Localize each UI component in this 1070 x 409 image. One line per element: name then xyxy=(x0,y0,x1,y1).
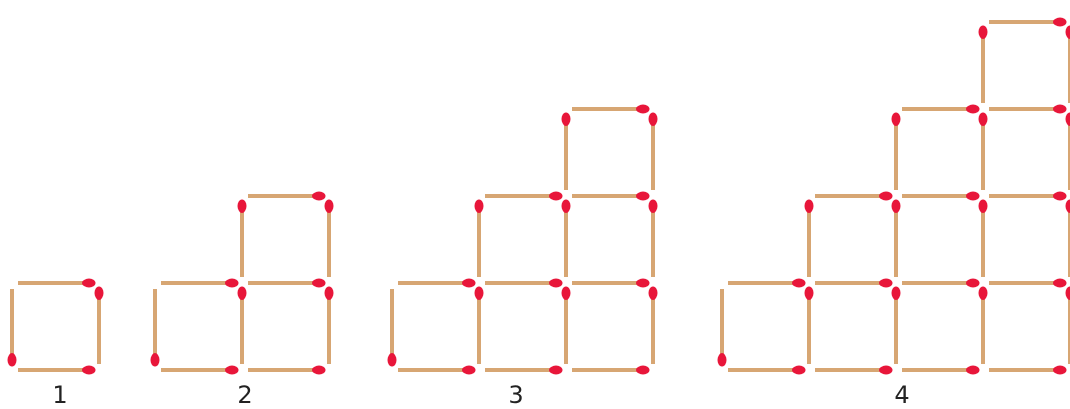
matchstick-icon xyxy=(572,192,650,201)
matchstick-icon xyxy=(902,192,980,201)
matchstick-icon xyxy=(398,366,476,375)
matchstick-icon xyxy=(989,105,1067,114)
matchstick-icon xyxy=(979,26,988,104)
matchstick-icon xyxy=(248,192,326,201)
matchstick-icon xyxy=(18,279,96,288)
matchstick-icon xyxy=(18,366,96,375)
matchstick-icon xyxy=(649,287,658,365)
figure-4-label: 4 xyxy=(882,381,922,409)
matchstick-icon xyxy=(892,287,901,365)
matchstick-icon xyxy=(989,18,1067,27)
matchstick-icon xyxy=(95,287,104,365)
matchstick-icon xyxy=(238,200,247,278)
figure-2-label: 2 xyxy=(225,381,265,409)
matchstick-icon xyxy=(728,279,806,288)
matchstick-icon xyxy=(979,200,988,278)
matchstick-icon xyxy=(475,200,484,278)
matchstick-icon xyxy=(151,289,160,367)
matchstick-icon xyxy=(485,366,563,375)
matchstick-icon xyxy=(728,366,806,375)
matchstick-icon xyxy=(1066,287,1070,365)
matchstick-icon xyxy=(398,279,476,288)
matchstick-icon xyxy=(325,287,334,365)
matchstick-icon xyxy=(1066,200,1070,278)
matchstick-icon xyxy=(248,279,326,288)
matchstick-icon xyxy=(485,279,563,288)
matchstick-icon xyxy=(161,366,239,375)
matchstick-icon xyxy=(1066,113,1070,191)
matchstick-icon xyxy=(805,287,814,365)
matchstick-icon xyxy=(979,113,988,191)
matchstick-icon xyxy=(902,105,980,114)
matchstick-icon xyxy=(805,200,814,278)
matchstick-icon xyxy=(979,287,988,365)
matchstick-icon xyxy=(325,200,334,278)
matchstick-icon xyxy=(902,366,980,375)
matchstick-icon xyxy=(562,287,571,365)
matchstick-icon xyxy=(485,192,563,201)
matchstick-icon xyxy=(892,200,901,278)
matchstick-icon xyxy=(989,192,1067,201)
matchstick-icon xyxy=(572,105,650,114)
matchstick-icon xyxy=(238,287,247,365)
matchstick-icon xyxy=(562,200,571,278)
matchstick-icon xyxy=(815,366,893,375)
matchstick-icon xyxy=(562,113,571,191)
matchstick-icon xyxy=(161,279,239,288)
matchstick-icon xyxy=(572,366,650,375)
matchstick-icon xyxy=(902,279,980,288)
matchstick-icon xyxy=(989,366,1067,375)
matchstick-icon xyxy=(815,279,893,288)
matchstick-icon xyxy=(649,200,658,278)
matchstick-icon xyxy=(989,279,1067,288)
matchstick-icon xyxy=(248,366,326,375)
matchstick-icon xyxy=(892,113,901,191)
matchstick-icon xyxy=(815,192,893,201)
matchstick-icon xyxy=(8,289,17,367)
matchstick-icon xyxy=(388,289,397,367)
matchstick-icon xyxy=(718,289,727,367)
figure-3-label: 3 xyxy=(496,381,536,409)
matchstick-icon xyxy=(572,279,650,288)
figure-1-label: 1 xyxy=(40,381,80,409)
matchstick-icon xyxy=(475,287,484,365)
matchstick-icon xyxy=(1066,26,1070,104)
matchstick-icon xyxy=(649,113,658,191)
